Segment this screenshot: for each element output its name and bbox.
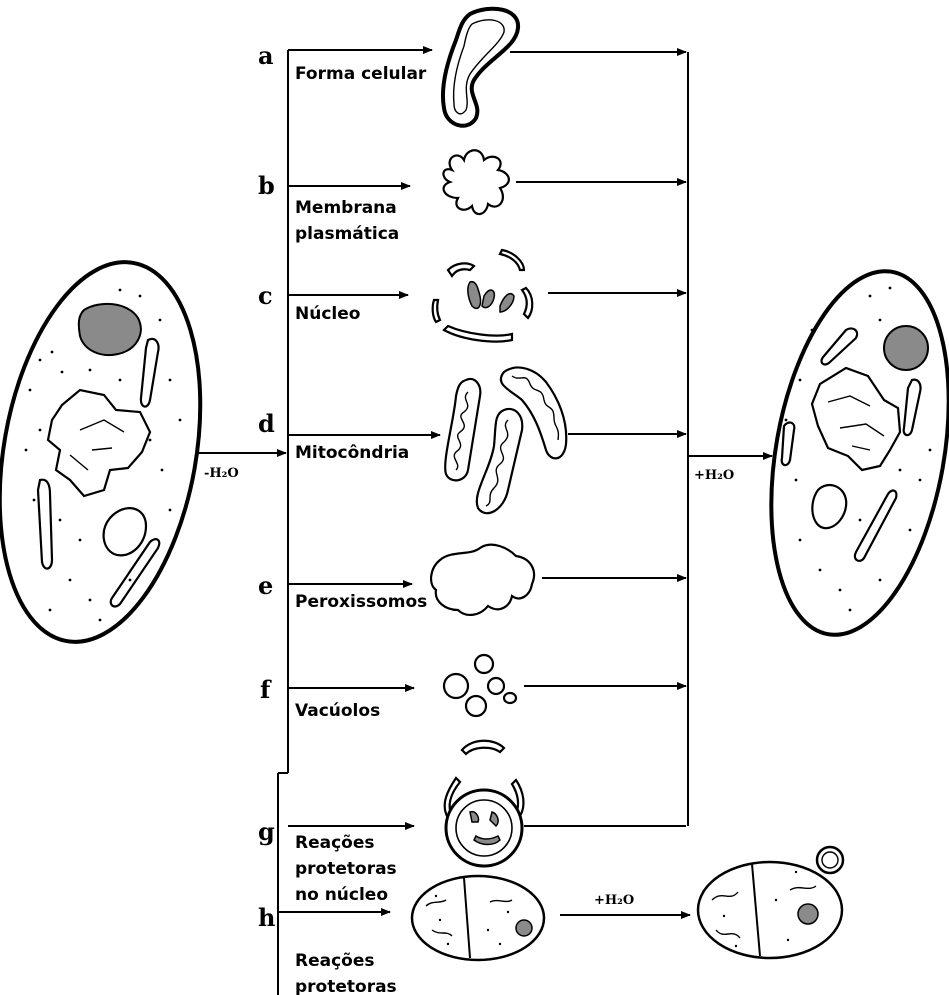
left-cell-nucleus [79, 304, 141, 355]
stage-label-g-line2: protetoras [295, 859, 397, 879]
stage-label-a-line1: Forma celular [295, 64, 427, 84]
stage-letter-e: e [258, 571, 273, 600]
stage-label-d-line1: Mitocôndria [295, 443, 409, 463]
stage-label-h-line1: Reações [295, 951, 375, 971]
budding-cell-illustration [698, 847, 843, 958]
stage-letter-f: f [260, 675, 272, 704]
water-loss-label: -H₂O [204, 466, 239, 481]
water-gain-budding-label: +H₂O [594, 893, 634, 908]
left-hydrated-cell [0, 246, 228, 658]
vacuoles-illustration [444, 655, 516, 716]
stage-label-e-line1: Peroxissomos [295, 592, 427, 612]
stage-label-b-line2: plasmática [295, 224, 399, 244]
stage-letter-a: a [258, 41, 274, 70]
stage-letter-g: g [258, 817, 275, 846]
stage-label-f-line1: Vacúolos [295, 701, 380, 721]
stage-letter-b: b [258, 171, 275, 200]
stage-letter-h: h [258, 903, 275, 932]
stage-letter-d: d [258, 409, 275, 438]
stage-label-b-line1: Membrana [295, 198, 397, 218]
cell-shape-illustration [443, 9, 518, 126]
stage-letter-c: c [258, 281, 273, 310]
plasma-membrane-illustration [443, 150, 508, 214]
stage-label-g-line3: no núcleo [295, 885, 388, 905]
stage-label-h-line2: protetoras [295, 977, 397, 995]
right-rehydrated-cell [745, 257, 949, 649]
right-cell-nucleus [884, 326, 928, 370]
stage-label-c-line1: Núcleo [295, 304, 360, 324]
water-gain-label: +H₂O [694, 468, 734, 483]
dividing-cell-illustration [412, 876, 544, 960]
peroxisomes-illustration [431, 545, 534, 615]
mitochondria-illustration [445, 367, 566, 513]
nucleus-illustration [433, 250, 533, 342]
nuclear-protection-illustration [445, 741, 524, 866]
stage-label-g-line1: Reações [295, 833, 375, 853]
